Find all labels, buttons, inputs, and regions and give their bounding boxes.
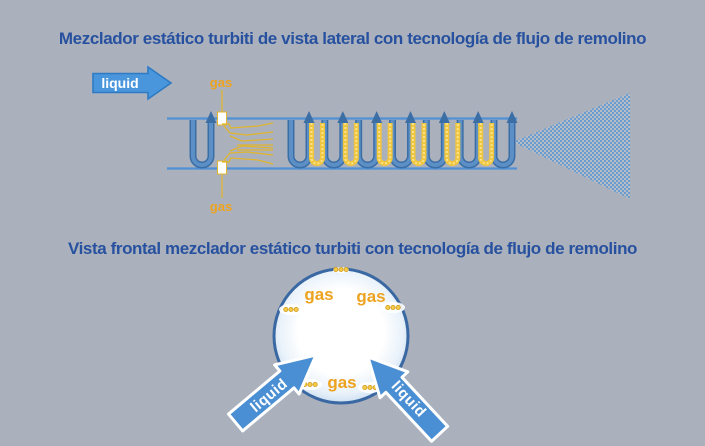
- gas-bottom-label: gas: [210, 199, 232, 214]
- swirl-up-arrowhead: [371, 111, 383, 123]
- swirl-element-train: [189, 111, 518, 169]
- front-gas-label-top-left: gas: [304, 285, 333, 304]
- swirl-yellow: [444, 123, 461, 166]
- swirl-up-arrowhead: [438, 111, 450, 123]
- gas-top-injector: [217, 111, 227, 126]
- liquid-inlet-arrow: [92, 65, 173, 101]
- swirl-up-arrowhead: [303, 111, 315, 123]
- swirl-blue: [287, 120, 313, 169]
- swirl-up-arrowhead: [205, 111, 217, 123]
- swirl-blue: [322, 120, 345, 167]
- swirl-blue: [390, 120, 413, 167]
- gas-port-bottom-right: [362, 384, 378, 390]
- swirl-yellow: [309, 123, 325, 166]
- gas-bottom-injector: [217, 160, 227, 175]
- swirl-up-arrowhead: [472, 111, 484, 123]
- swirl-blue: [456, 120, 482, 169]
- gas-port-top: [333, 266, 349, 272]
- side-view-diagram: liquid gas gas: [92, 65, 630, 214]
- side-view-title: Mezclador estático turbiti de vista late…: [58, 29, 647, 48]
- swirl-blue: [189, 120, 215, 169]
- swirl-blue: [458, 120, 481, 167]
- gas-port-left: [283, 306, 299, 312]
- swirl-up-arrowhead: [404, 111, 416, 123]
- swirl-blue: [422, 120, 448, 169]
- front-gas-label-bottom: gas: [327, 373, 356, 392]
- swirl-blue: [289, 120, 311, 167]
- swirl-blue: [356, 120, 379, 167]
- gas-stream-fan: [222, 122, 274, 165]
- gas-top-label: gas: [210, 75, 232, 90]
- swirl-blue: [424, 120, 447, 167]
- swirl-yellow: [478, 123, 495, 166]
- front-gas-label-top-right: gas: [356, 287, 385, 306]
- swirl-blue: [388, 120, 414, 169]
- swirl-blue: [191, 120, 213, 167]
- gas-port-right: [385, 304, 401, 310]
- swirl-up-arrowhead: [506, 111, 518, 123]
- swirl-up-arrowhead: [337, 111, 349, 123]
- swirl-blue: [491, 120, 514, 167]
- swirl-yellow: [376, 123, 393, 166]
- spray-cone: [513, 93, 630, 199]
- swirl-blue: [490, 120, 516, 169]
- swirl-blue: [321, 120, 347, 169]
- front-view-diagram: gas gas gas liquid liquid: [226, 266, 450, 443]
- swirl-yellow: [342, 123, 359, 166]
- swirl-blue: [355, 120, 381, 169]
- liquid-inlet-label: liquid: [101, 75, 138, 91]
- swirl-yellow: [410, 123, 427, 166]
- front-view-title: Vista frontal mezclador estático turbiti…: [67, 239, 638, 258]
